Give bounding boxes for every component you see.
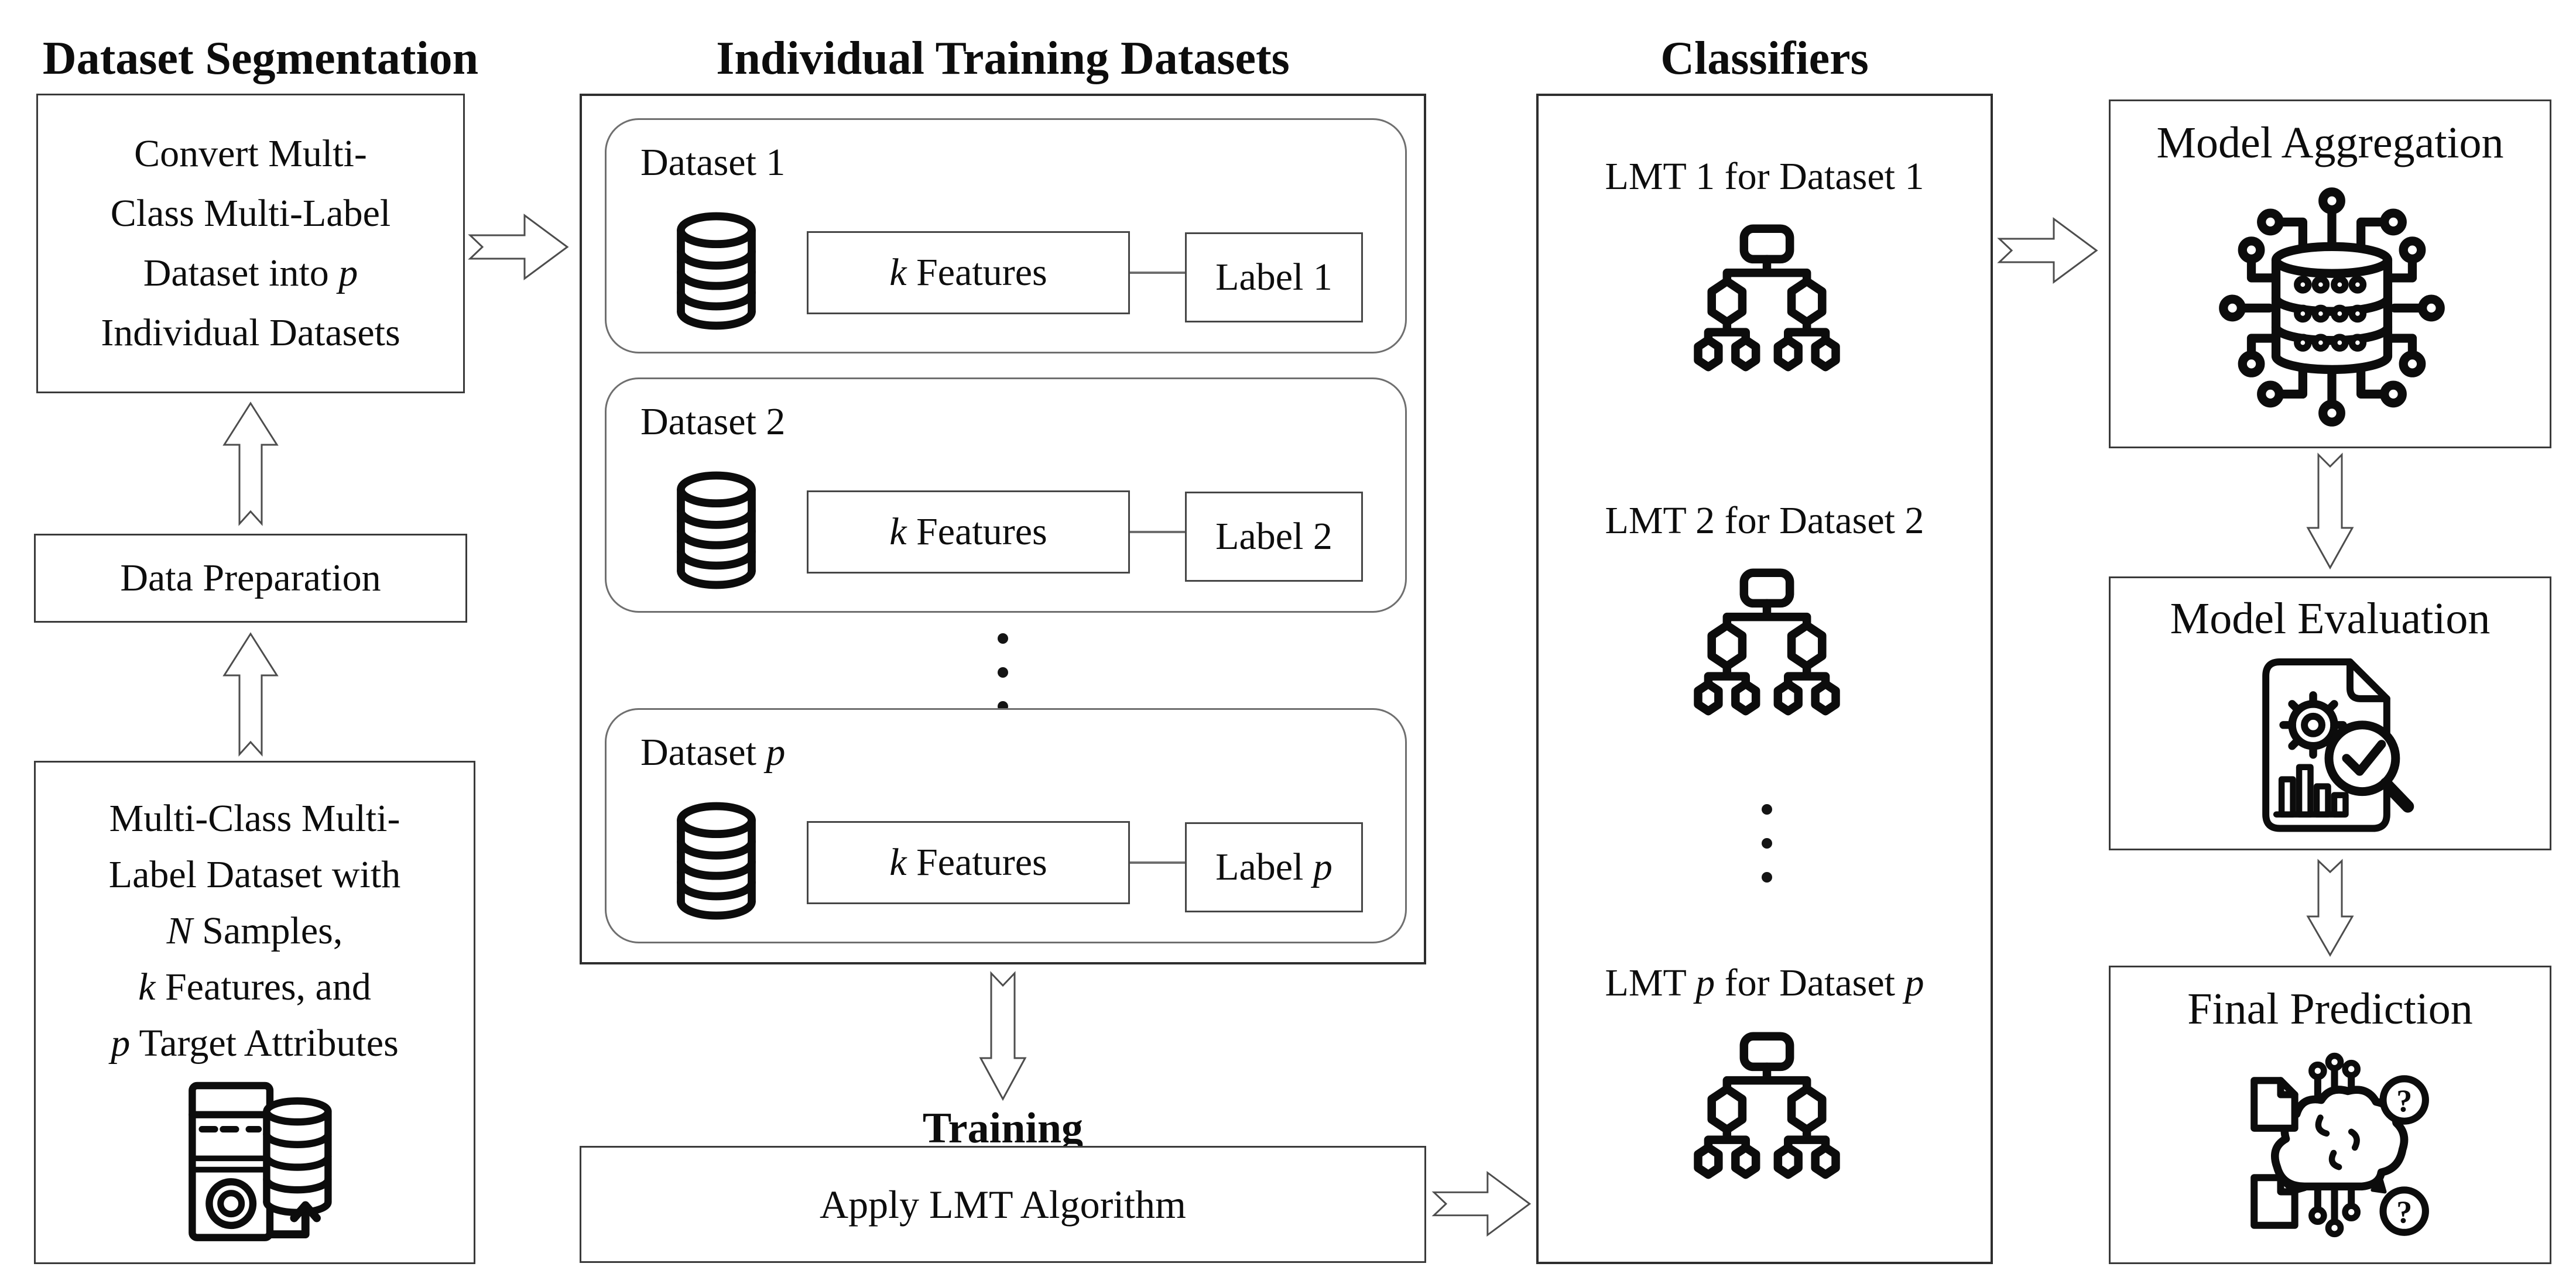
dataset-row-p: Dataset p k Features Label p bbox=[605, 708, 1407, 943]
features-label-connector bbox=[1130, 531, 1185, 533]
training-column-title: Individual Training Datasets bbox=[716, 33, 1290, 84]
database-cylinder-icon bbox=[668, 799, 765, 923]
convert-box-text: Convert Multi- Class Multi-Label Dataset… bbox=[101, 124, 400, 363]
convert-line-1: Convert Multi- bbox=[134, 132, 367, 175]
label-box: Label 1 bbox=[1185, 232, 1363, 322]
features-label-connector bbox=[1130, 272, 1185, 274]
features-label-connector bbox=[1130, 861, 1185, 864]
model-evaluation-box: Model Evaluation bbox=[2109, 576, 2551, 850]
classifier-item-1: LMT 1 for Dataset 1 bbox=[1605, 155, 1924, 198]
convert-box: Convert Multi- Class Multi-Label Dataset… bbox=[36, 94, 465, 393]
label-box: Label 2 bbox=[1185, 492, 1363, 582]
training-label: Training bbox=[922, 1104, 1084, 1152]
final-prediction-title: Final Prediction bbox=[2187, 984, 2473, 1034]
dataset-row-2: Dataset 2 k Features Label 2 bbox=[605, 377, 1407, 613]
database-cylinder-icon bbox=[668, 468, 765, 592]
features-box: k Features bbox=[807, 231, 1130, 314]
down-arrow-training bbox=[974, 971, 1032, 1101]
right-arrow-classifiers-to-aggregation bbox=[1997, 212, 2098, 289]
source-line-5: p Target Attributes bbox=[111, 1022, 399, 1065]
classifier-item-2: LMT 2 for Dataset 2 bbox=[1605, 499, 1924, 542]
data-preparation-box: Data Preparation bbox=[34, 534, 467, 623]
apply-lmt-label: Apply LMT Algorithm bbox=[820, 1182, 1186, 1227]
convert-line-4: Individual Datasets bbox=[101, 311, 400, 354]
question-mark-glyph: ? bbox=[2396, 1194, 2412, 1230]
source-dataset-text: Multi-Class Multi- Label Dataset with N … bbox=[36, 791, 474, 1072]
classifier-item-p: LMT p for Dataset p bbox=[1605, 962, 1924, 1004]
source-line-4: k Features, and bbox=[138, 966, 371, 1008]
data-preparation-label: Data Preparation bbox=[120, 557, 381, 599]
final-prediction-box: Final Prediction bbox=[2109, 966, 2551, 1264]
source-line-3: N Samples, bbox=[166, 909, 343, 952]
model-aggregation-box: Model Aggregation bbox=[2109, 99, 2551, 448]
dataset-row-1: Dataset 1 k Features Label 1 bbox=[605, 118, 1407, 353]
decision-tree-icon bbox=[1676, 224, 1858, 378]
vertical-ellipsis bbox=[1762, 792, 1772, 894]
database-cylinder-icon bbox=[668, 209, 765, 333]
dataset-name: Dataset 2 bbox=[640, 400, 786, 443]
up-arrow-data-preparation bbox=[222, 632, 279, 757]
report-gear-magnifier-icon bbox=[2232, 653, 2426, 842]
apply-lmt-box: Apply LMT Algorithm bbox=[580, 1146, 1426, 1263]
model-aggregation-title: Model Aggregation bbox=[2156, 118, 2504, 167]
source-line-2: Label Dataset with bbox=[108, 853, 401, 896]
classifiers-box: LMT 1 for Dataset 1 LMT 2 for Dataset 2 bbox=[1536, 94, 1993, 1264]
features-box: k Features bbox=[807, 490, 1130, 574]
ai-brain-documents-questions-icon: ? ? bbox=[2229, 1047, 2434, 1252]
convert-line-2: Class Multi-Label bbox=[110, 192, 391, 235]
right-arrow-segmentation-to-training bbox=[468, 208, 569, 286]
decision-tree-icon bbox=[1676, 1031, 1858, 1186]
database-circuit-icon bbox=[2209, 177, 2455, 437]
server-database-upload-icon bbox=[174, 1079, 344, 1245]
right-arrow-training-to-classifiers bbox=[1431, 1166, 1532, 1242]
features-box: k Features bbox=[807, 821, 1130, 904]
label-box: Label p bbox=[1185, 822, 1363, 912]
source-line-1: Multi-Class Multi- bbox=[109, 797, 400, 840]
decision-tree-icon bbox=[1676, 568, 1858, 722]
question-mark-glyph: ? bbox=[2396, 1083, 2412, 1118]
up-arrow-convert bbox=[222, 401, 279, 526]
classifiers-column-title: Classifiers bbox=[1660, 33, 1869, 84]
dataset-name: Dataset p bbox=[640, 731, 786, 774]
segmentation-column-title: Dataset Segmentation bbox=[42, 33, 479, 84]
source-dataset-box: Multi-Class Multi- Label Dataset with N … bbox=[34, 761, 475, 1264]
down-arrow-aggregation-to-evaluation bbox=[2301, 452, 2359, 570]
convert-line-3: Dataset into p bbox=[143, 252, 358, 294]
model-evaluation-title: Model Evaluation bbox=[2170, 594, 2491, 643]
down-arrow-evaluation-to-prediction bbox=[2301, 859, 2359, 957]
dataset-name: Dataset 1 bbox=[640, 141, 786, 184]
